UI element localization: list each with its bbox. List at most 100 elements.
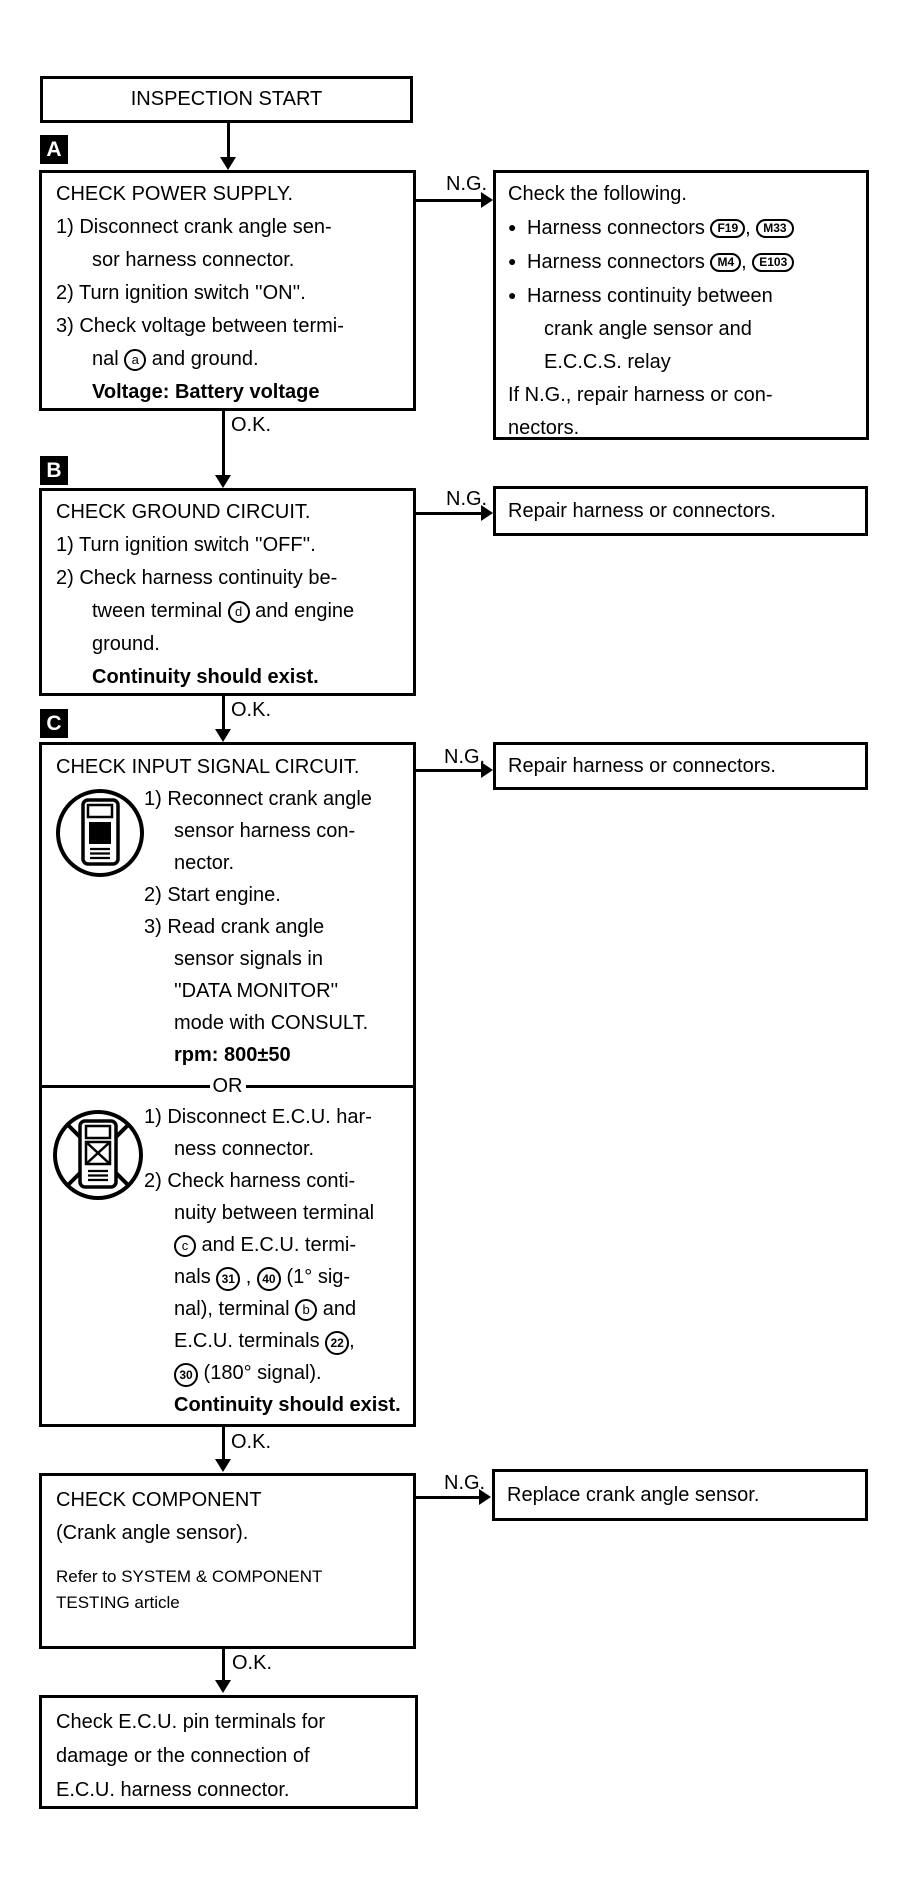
text-segment: CHECK GROUND CIRCUIT. bbox=[56, 501, 311, 523]
or-line bbox=[42, 1084, 210, 1088]
terminal-circle-badge: d bbox=[227, 601, 250, 623]
harness-connector-badge: E103 bbox=[752, 253, 795, 272]
text-segment: and ground. bbox=[146, 348, 259, 370]
text-line: nectors. bbox=[508, 412, 860, 445]
text-line: 1) Disconnect crank angle sen- bbox=[56, 211, 405, 244]
arrow-down-icon bbox=[220, 157, 236, 170]
repair-harness-box: Repair harness or connectors. bbox=[493, 486, 868, 536]
check-ecu-pin-terminals-box: Check E.C.U. pin terminals for damage or … bbox=[39, 1695, 418, 1809]
text-segment: TESTING article bbox=[56, 1593, 180, 1612]
text-segment: and E.C.U. termi- bbox=[196, 1234, 357, 1256]
text-segment: 2) Check harness conti- bbox=[144, 1170, 356, 1192]
text-line: mode with CONSULT. bbox=[144, 1007, 413, 1039]
text-line: sor harness connector. bbox=[56, 244, 405, 277]
text-segment: 1) Turn ignition switch ''OFF''. bbox=[56, 534, 316, 556]
text-line: 2) Start engine. bbox=[144, 879, 413, 911]
text-line: sensor harness con- bbox=[144, 815, 413, 847]
text-line: 2) Check harness conti- bbox=[144, 1165, 413, 1197]
text-segment: and engine bbox=[249, 600, 355, 622]
text-line: rpm: 800±50 bbox=[144, 1039, 413, 1071]
text-segment: nectors. bbox=[508, 417, 580, 439]
ecu-terminal-circle-badge: 40 bbox=[256, 1267, 281, 1291]
text-segment: tween terminal bbox=[92, 600, 228, 622]
ecu-terminal-circle-badge: 30 bbox=[174, 1363, 198, 1387]
text-line: E.C.U. terminals 22, bbox=[144, 1325, 413, 1357]
ok-label: O.K. bbox=[232, 1652, 273, 1674]
text-segment: 2) Turn ignition switch ''ON''. bbox=[56, 282, 306, 304]
text-segment: E.C.C.S. relay bbox=[544, 351, 671, 373]
text-segment: damage or the connection of bbox=[56, 1745, 310, 1767]
text-line: 1) Disconnect E.C.U. har- bbox=[144, 1101, 413, 1133]
text-segment: (Crank angle sensor). bbox=[56, 1522, 249, 1544]
ok-label: O.K. bbox=[231, 414, 272, 436]
arrow-down-icon bbox=[215, 475, 231, 488]
text-segment: E.C.U. harness connector. bbox=[56, 1779, 290, 1801]
arrow-down-icon bbox=[215, 1680, 231, 1693]
bold-text: rpm: 800±50 bbox=[174, 1044, 291, 1066]
text-line: CHECK COMPONENT bbox=[56, 1484, 405, 1517]
bold-text: Voltage: Battery voltage bbox=[92, 381, 320, 403]
text-line: 30 (180° signal). bbox=[144, 1357, 413, 1389]
text-segment: sensor signals in bbox=[174, 948, 323, 970]
text-segment: , bbox=[741, 251, 753, 273]
text-line: tween terminal d and engine bbox=[56, 595, 405, 628]
check-ground-circuit-box: CHECK GROUND CIRCUIT. 1) Turn ignition sw… bbox=[39, 488, 416, 696]
text-line: 2) Check harness continuity be- bbox=[56, 562, 405, 595]
no-consult-steps: 1) Disconnect E.C.U. har-ness connector.… bbox=[144, 1101, 413, 1421]
text-segment: CHECK COMPONENT bbox=[56, 1489, 262, 1511]
text-line: Continuity should exist. bbox=[56, 661, 405, 694]
arrow-down-icon bbox=[215, 729, 231, 742]
text-line: 1) Turn ignition switch ''OFF''. bbox=[56, 529, 405, 562]
text-line: ● Harness connectors F19, M33 bbox=[508, 211, 860, 245]
text-line: Refer to SYSTEM & COMPONENT bbox=[56, 1564, 405, 1590]
check-input-signal-box: CHECK INPUT SIGNAL CIRCUIT. 1) Reconnect… bbox=[39, 742, 416, 1427]
text-line: nal a and ground. bbox=[56, 343, 405, 376]
check-the-following-box: Check the following.● Harness connectors… bbox=[493, 170, 869, 440]
text-line: Check E.C.U. pin terminals for bbox=[56, 1705, 407, 1739]
text-segment: 2) Start engine. bbox=[144, 884, 281, 906]
text-line: nector. bbox=[144, 847, 413, 879]
terminal-circle-badge: b bbox=[295, 1299, 318, 1321]
bullet-icon: ● bbox=[508, 253, 517, 269]
text-segment: sor harness connector. bbox=[92, 249, 295, 271]
flow-line-down bbox=[222, 696, 225, 731]
bold-text: Continuity should exist. bbox=[174, 1394, 401, 1416]
bullet-icon: ● bbox=[508, 219, 517, 235]
text-line: ness connector. bbox=[144, 1133, 413, 1165]
text-line: crank angle sensor and bbox=[508, 313, 860, 346]
text-segment: Refer to SYSTEM & COMPONENT bbox=[56, 1567, 323, 1586]
text-segment: ness connector. bbox=[174, 1138, 315, 1160]
no-consult-method-block: 1) Disconnect E.C.U. har-ness connector.… bbox=[42, 1101, 413, 1421]
text-line: 2) Turn ignition switch ''ON''. bbox=[56, 277, 405, 310]
text-segment: Check E.C.U. pin terminals for bbox=[56, 1711, 325, 1733]
check-component-box: CHECK COMPONENT (Crank angle sensor). Refe… bbox=[39, 1473, 416, 1649]
inspection-start-box: INSPECTION START bbox=[40, 76, 413, 123]
box-title: CHECK INPUT SIGNAL CIRCUIT. bbox=[56, 756, 360, 778]
harness-connector-badge: F19 bbox=[710, 219, 746, 238]
text-line: 3) Check voltage between termi- bbox=[56, 310, 405, 343]
terminal-circle-badge: a bbox=[124, 349, 147, 371]
text-segment: 2) Check harness continuity be- bbox=[56, 567, 338, 589]
arrow-down-icon bbox=[215, 1459, 231, 1472]
text-segment: 1) Disconnect crank angle sen- bbox=[56, 216, 332, 238]
text-segment: mode with CONSULT. bbox=[174, 1012, 369, 1034]
consult-icon bbox=[56, 789, 144, 877]
ng-label: N.G. bbox=[446, 173, 488, 195]
or-divider: OR bbox=[42, 1071, 413, 1101]
repair-harness-box: Repair harness or connectors. bbox=[493, 742, 868, 790]
text-line: 1) Reconnect crank angle bbox=[144, 783, 413, 815]
text-line: nal), terminal b and bbox=[144, 1293, 413, 1325]
bold-text: Continuity should exist. bbox=[92, 666, 319, 688]
arrow-right-icon bbox=[481, 762, 493, 778]
text-line: nuity between terminal bbox=[144, 1197, 413, 1229]
text-segment: nals bbox=[174, 1266, 217, 1288]
text-line: Check the following. bbox=[508, 178, 860, 211]
text-line: E.C.C.S. relay bbox=[508, 346, 860, 379]
text-segment: nal bbox=[92, 348, 125, 370]
or-label: OR bbox=[212, 1074, 243, 1097]
text-line: 3) Read crank angle bbox=[144, 911, 413, 943]
text-line: Voltage: Battery voltage bbox=[56, 376, 405, 409]
